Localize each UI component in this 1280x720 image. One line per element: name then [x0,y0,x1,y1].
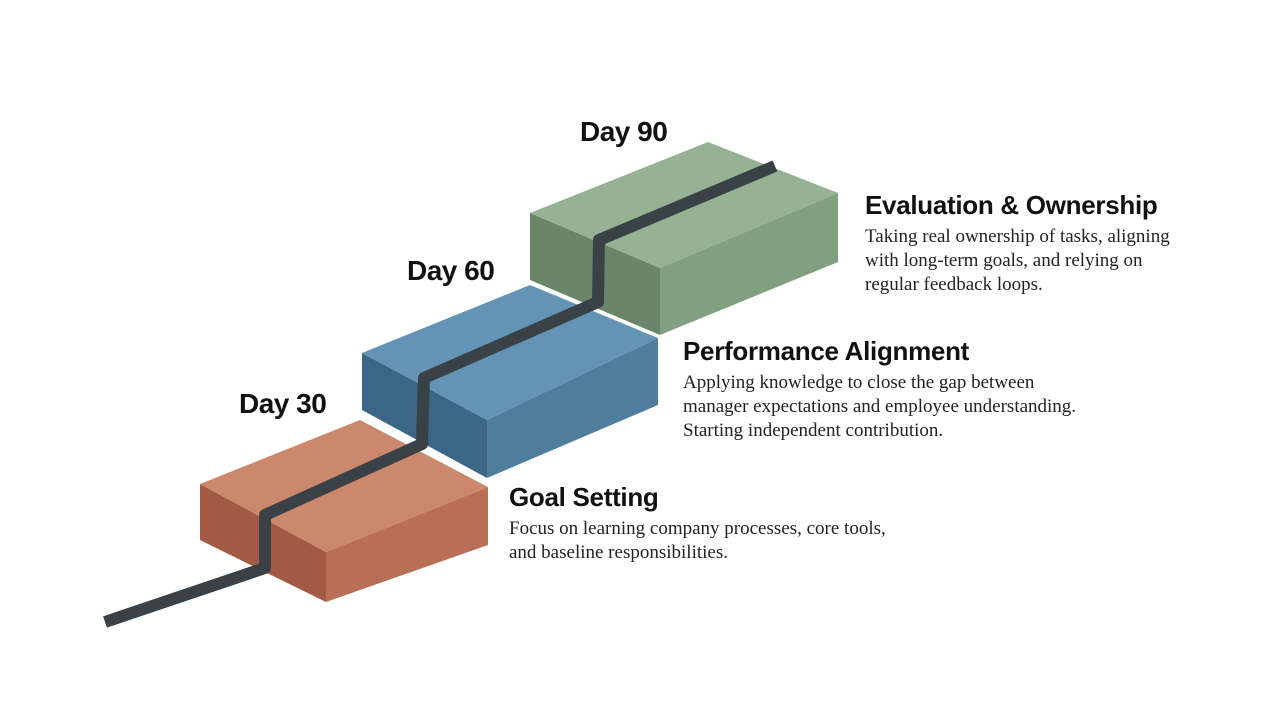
description-line: Focus on learning company processes, cor… [509,518,886,539]
block-day90-right-face [660,193,838,335]
description-line: with long-term goals, and relying on [865,250,1143,271]
stage-title: Performance Alignment [683,336,970,366]
day-30-label: Day 30 [239,388,327,419]
description-line: manager expectations and employee unders… [683,396,1077,417]
description-line: Applying knowledge to close the gap betw… [683,372,1035,393]
day-60-label: Day 60 [407,255,495,286]
day-90-label: Day 90 [580,116,668,147]
description-line: and baseline responsibilities. [509,542,728,563]
block-day30-right-face [326,487,488,602]
stage-day60: Performance Alignment Applying knowledge… [683,336,1076,443]
description-line: Starting independent contribution. [683,420,944,441]
stage-description: Focus on learning company processes, cor… [509,517,886,565]
stage-description: Applying knowledge to close the gap betw… [683,371,1076,443]
description-line: Taking real ownership of tasks, aligning [865,226,1170,247]
description-line: regular feedback loops. [865,274,1043,295]
stage-title: Evaluation & Ownership [865,190,1158,220]
stage-title: Goal Setting [509,482,659,512]
road-path [103,160,778,628]
stage-day90: Evaluation & Ownership Taking real owner… [865,190,1170,297]
block-day60-top-face [362,285,658,420]
block-day60-right-face [487,338,658,478]
stage-description: Taking real ownership of tasks, aligning… [865,225,1170,297]
stage-day30: Goal Setting Focus on learning company p… [509,482,886,565]
